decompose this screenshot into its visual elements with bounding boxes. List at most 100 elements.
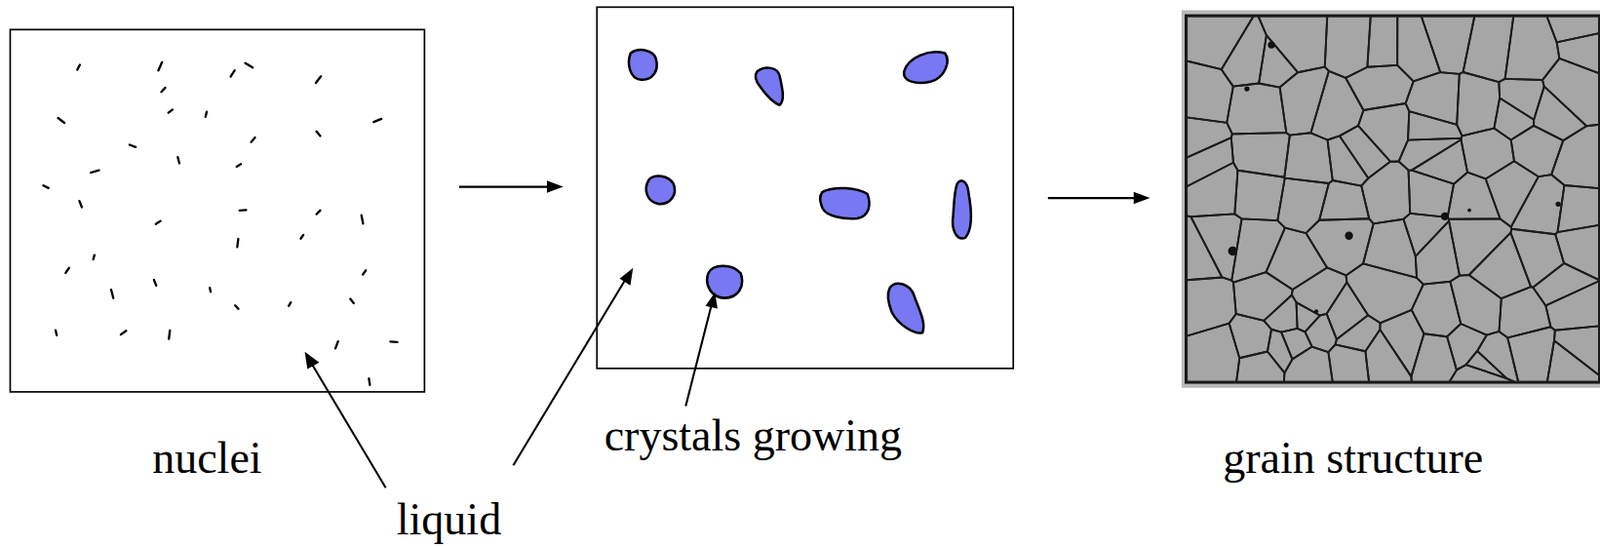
grain	[1186, 16, 1253, 70]
grain	[1511, 125, 1564, 177]
grain	[1554, 325, 1600, 375]
grain	[1361, 160, 1410, 224]
pores	[1228, 40, 1561, 313]
nucleus	[231, 70, 235, 77]
grain	[1234, 170, 1285, 221]
nucleus	[208, 287, 212, 292]
grain	[1231, 218, 1286, 282]
nucleus	[390, 340, 397, 344]
nucleus	[77, 65, 80, 71]
grain	[1411, 281, 1462, 338]
nucleus	[157, 62, 162, 72]
grain	[1365, 329, 1411, 382]
grain-boundaries	[1186, 16, 1600, 383]
grain	[1545, 280, 1600, 331]
grain	[1411, 139, 1468, 184]
grain	[1326, 135, 1368, 186]
nucleus	[90, 170, 99, 173]
grain	[1304, 313, 1336, 352]
nucleus	[78, 200, 82, 207]
nucleus	[93, 255, 95, 260]
nucleus	[373, 118, 382, 122]
nucleus	[245, 63, 254, 69]
panel-label: nuclei	[152, 435, 262, 481]
nucleus	[335, 341, 339, 349]
grain	[1229, 313, 1272, 358]
nucleus	[205, 112, 207, 118]
grain	[1498, 286, 1551, 338]
grain	[1186, 215, 1222, 280]
grain	[1410, 333, 1457, 382]
nucleus	[300, 234, 304, 239]
grain	[1327, 344, 1369, 382]
micrograph-frame	[1181, 9, 1600, 388]
grain	[1310, 71, 1364, 141]
grain	[1305, 218, 1373, 275]
nucleus	[168, 110, 173, 114]
grain	[1265, 228, 1327, 290]
grain	[1546, 16, 1599, 43]
nucleus	[55, 330, 57, 336]
grain	[1366, 16, 1398, 68]
grain	[1258, 16, 1328, 73]
grain	[1277, 178, 1329, 234]
nucleus	[168, 330, 170, 340]
grain	[1405, 72, 1460, 125]
grain	[1485, 160, 1539, 228]
liquid-panel	[596, 6, 1014, 369]
nuclei-marks	[42, 62, 397, 386]
nucleus	[362, 270, 366, 274]
grain	[1547, 340, 1600, 382]
grain	[1186, 117, 1233, 157]
nucleus	[177, 156, 180, 163]
nucleus	[234, 305, 238, 310]
grain	[1498, 78, 1544, 120]
grain	[1339, 125, 1391, 179]
grain	[1465, 351, 1507, 379]
grain	[1186, 137, 1234, 187]
grain	[1403, 213, 1449, 257]
grain	[1397, 16, 1441, 82]
nucleus	[58, 117, 65, 123]
grain	[1186, 276, 1237, 336]
grain	[1399, 138, 1462, 171]
grain	[1186, 162, 1238, 218]
grain	[1280, 67, 1329, 136]
nucleus	[316, 131, 321, 137]
micrograph	[1185, 15, 1600, 384]
grain	[1533, 86, 1587, 141]
panel-label: grain structure	[1222, 435, 1483, 481]
grain	[1407, 111, 1463, 140]
nucleus	[160, 87, 165, 92]
grain	[1511, 174, 1565, 235]
process-arrow	[1048, 192, 1151, 205]
nucleus	[316, 210, 321, 215]
panel-label: crystals growing	[604, 413, 902, 459]
grain	[1363, 219, 1417, 278]
process-arrow	[459, 180, 564, 194]
grain	[1469, 233, 1532, 300]
nucleus	[288, 302, 291, 307]
grain	[1267, 329, 1293, 374]
growing-crystals	[628, 49, 972, 333]
grain	[1226, 83, 1287, 135]
grain	[1532, 263, 1600, 307]
grain	[1555, 225, 1600, 280]
grain	[1284, 132, 1333, 184]
grain	[1346, 263, 1424, 323]
grain	[1421, 16, 1476, 75]
nucleus	[42, 185, 48, 189]
grain	[1236, 351, 1285, 382]
nucleus	[315, 76, 321, 83]
grain	[1456, 72, 1500, 136]
nucleus	[239, 208, 247, 212]
liquid-panel	[9, 29, 425, 392]
nucleus	[111, 289, 114, 299]
panel-label: liquid	[396, 497, 502, 543]
grain	[1291, 267, 1347, 315]
grain	[1449, 364, 1515, 382]
nucleus	[236, 238, 238, 248]
grain	[1379, 310, 1424, 377]
nucleus	[361, 215, 364, 225]
grain	[1557, 33, 1600, 74]
